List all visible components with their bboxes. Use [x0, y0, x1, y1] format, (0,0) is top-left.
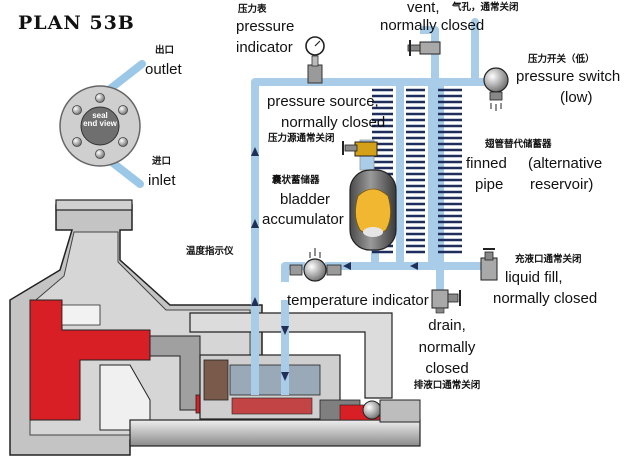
pressure-switch-line2: (low) [560, 89, 593, 106]
finned-pipe [372, 84, 462, 266]
pressure-gauge-icon [305, 36, 325, 84]
flow-arrows [251, 147, 418, 381]
liquid-fill-line1: liquid fill, [505, 269, 563, 286]
liquid-fill-line2: normally closed [493, 290, 598, 307]
drain-line3: closed [425, 360, 469, 377]
outlet-label: outlet [145, 61, 182, 78]
liquid-fill-label-cn: 充液口通常关闭 [515, 254, 582, 265]
finned-pipe-alt-line1: (alternative [528, 155, 603, 172]
vent-label-cn: 气孔，通常关闭 [452, 2, 519, 13]
pump-casing [9, 199, 263, 456]
pressure-indicator-line2: indicator [236, 39, 293, 56]
vent-valve-icon [407, 40, 441, 56]
pressure-switch-icon [483, 67, 509, 111]
finned-pipe-label-cn: 翅管替代储蓄器 [485, 139, 552, 150]
seal-view-line1: seal [92, 111, 108, 120]
temperature-indicator-icon [289, 248, 342, 282]
inlet-label-cn: 进口 [152, 156, 172, 167]
seal-view-line2: end view [83, 119, 117, 129]
bladder-accumulator-icon [349, 169, 397, 251]
finned-pipe-line2: pipe [475, 176, 504, 193]
temperature-indicator-label-cn: 温度指示仪 [186, 246, 234, 257]
seal-chamber [129, 312, 421, 447]
temperature-indicator-label: temperature indicator [287, 292, 429, 309]
pressure-source-line2: normally closed [281, 114, 386, 131]
pressure-indicator-label-cn: 压力表 [238, 4, 267, 15]
pressure-switch-label-cn: 压力开关（低） [528, 54, 595, 65]
pressure-indicator-line1: pressure [236, 18, 295, 35]
bladder-accumulator-line1: bladder [280, 191, 331, 208]
finned-pipe-line1: finned [466, 155, 507, 172]
drain-line2: normally [418, 339, 476, 356]
bladder-accumulator-label-cn: 囊状蓄储器 [272, 175, 320, 186]
seal-end-view [59, 60, 146, 188]
liquid-fill-valve-icon [480, 248, 498, 281]
drain-valve-icon [431, 289, 461, 314]
finned-pipe-tube [428, 84, 436, 266]
diagram-title: PLAN 53B [18, 12, 135, 34]
drain-line1: drain, [428, 317, 466, 334]
pressure-switch-line1: pressure switch [516, 68, 621, 85]
pressure-source-label-cn: 压力源通常关闭 [268, 133, 335, 144]
vent-label-line2: normally closed [380, 17, 485, 34]
pressure-source-valve-icon [342, 139, 378, 171]
vent-label-line1: vent, [407, 0, 440, 16]
bladder-accumulator-line2: accumulator [262, 211, 344, 228]
outlet-label-cn: 出口 [155, 45, 175, 56]
inlet-label: inlet [148, 172, 176, 189]
finned-pipe-alt-line2: reservoir) [530, 176, 594, 193]
pressure-source-line1: pressure source, [267, 93, 379, 110]
seal-end-view-label: seal end view [82, 111, 118, 129]
finned-pipe-tube [396, 84, 404, 266]
drain-label-cn: 排液口通常关闭 [413, 380, 481, 391]
